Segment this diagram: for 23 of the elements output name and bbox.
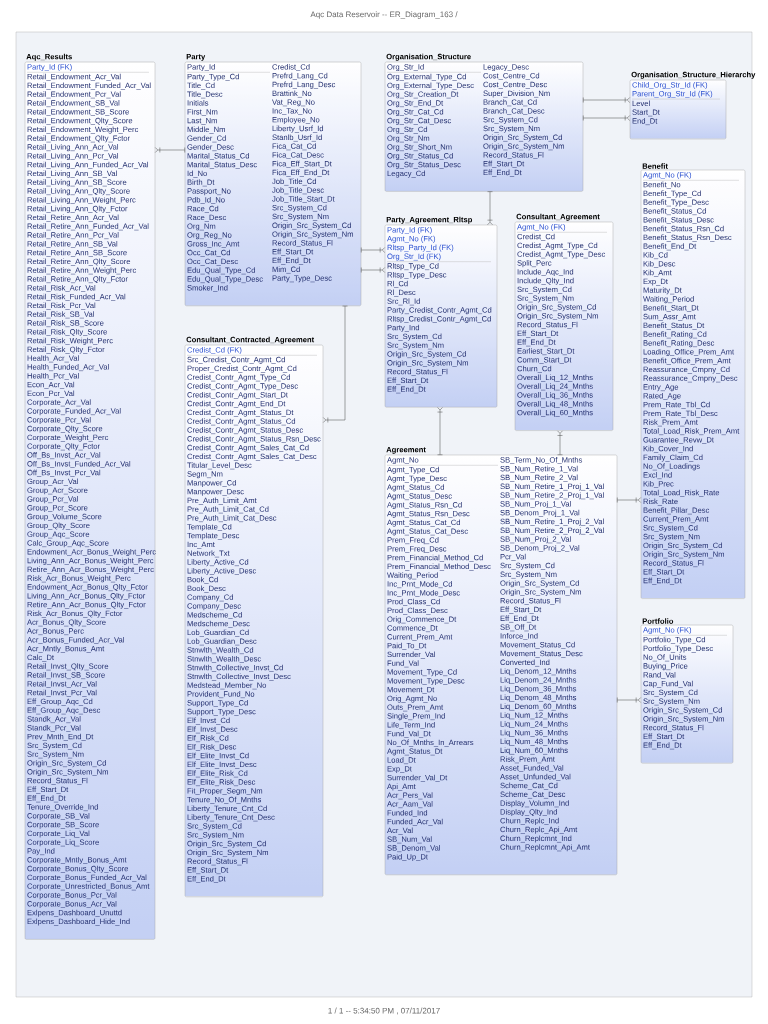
relationship-line (583, 115, 630, 121)
relationship-line (487, 191, 493, 225)
relationship-line (361, 267, 385, 273)
relationship-line (583, 97, 630, 103)
entity-table (640, 163, 746, 599)
entity-table (384, 53, 584, 192)
entity-table (640, 618, 734, 764)
relationship-line (361, 247, 385, 253)
entity-table (184, 336, 324, 897)
entity-table (184, 54, 362, 306)
relationship-line (323, 305, 348, 423)
entity-table (514, 213, 614, 431)
relationship-line (437, 407, 443, 455)
entity-table (384, 446, 618, 875)
page-header: Aqc Data Reservoir -- ER_Diagram_163 / (310, 11, 458, 19)
entity-table (24, 53, 156, 940)
relationship-line (617, 697, 641, 703)
relationship-line (557, 430, 563, 455)
relationship-line (617, 497, 641, 503)
entity-table (384, 216, 498, 408)
relationship-line (155, 147, 185, 153)
page-footer: 1 / 1 -- 5:34:50 PM , 07/11/2017 (328, 1007, 440, 1015)
entity-table (629, 71, 756, 140)
